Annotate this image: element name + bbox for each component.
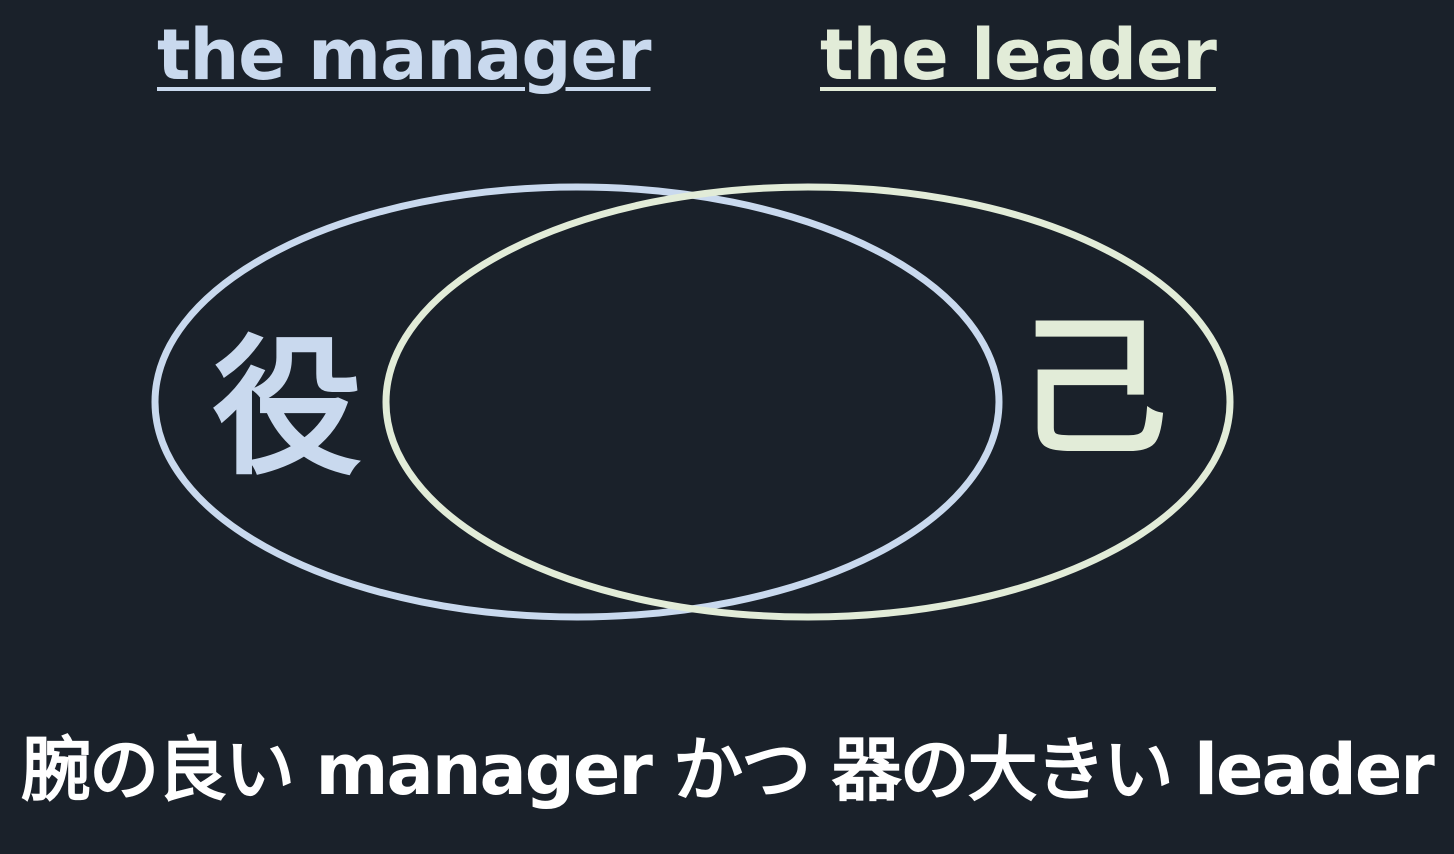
venn-left-label: 役 xyxy=(212,322,362,496)
caption: 腕の良い manager かつ 器の大きい leader xyxy=(21,729,1435,811)
manager-heading: the manager xyxy=(157,14,652,96)
leader-ellipse xyxy=(382,183,1234,621)
venn-right-label: 己 xyxy=(1017,302,1167,476)
manager-ellipse xyxy=(151,183,1003,621)
leader-heading: the leader xyxy=(820,14,1217,96)
